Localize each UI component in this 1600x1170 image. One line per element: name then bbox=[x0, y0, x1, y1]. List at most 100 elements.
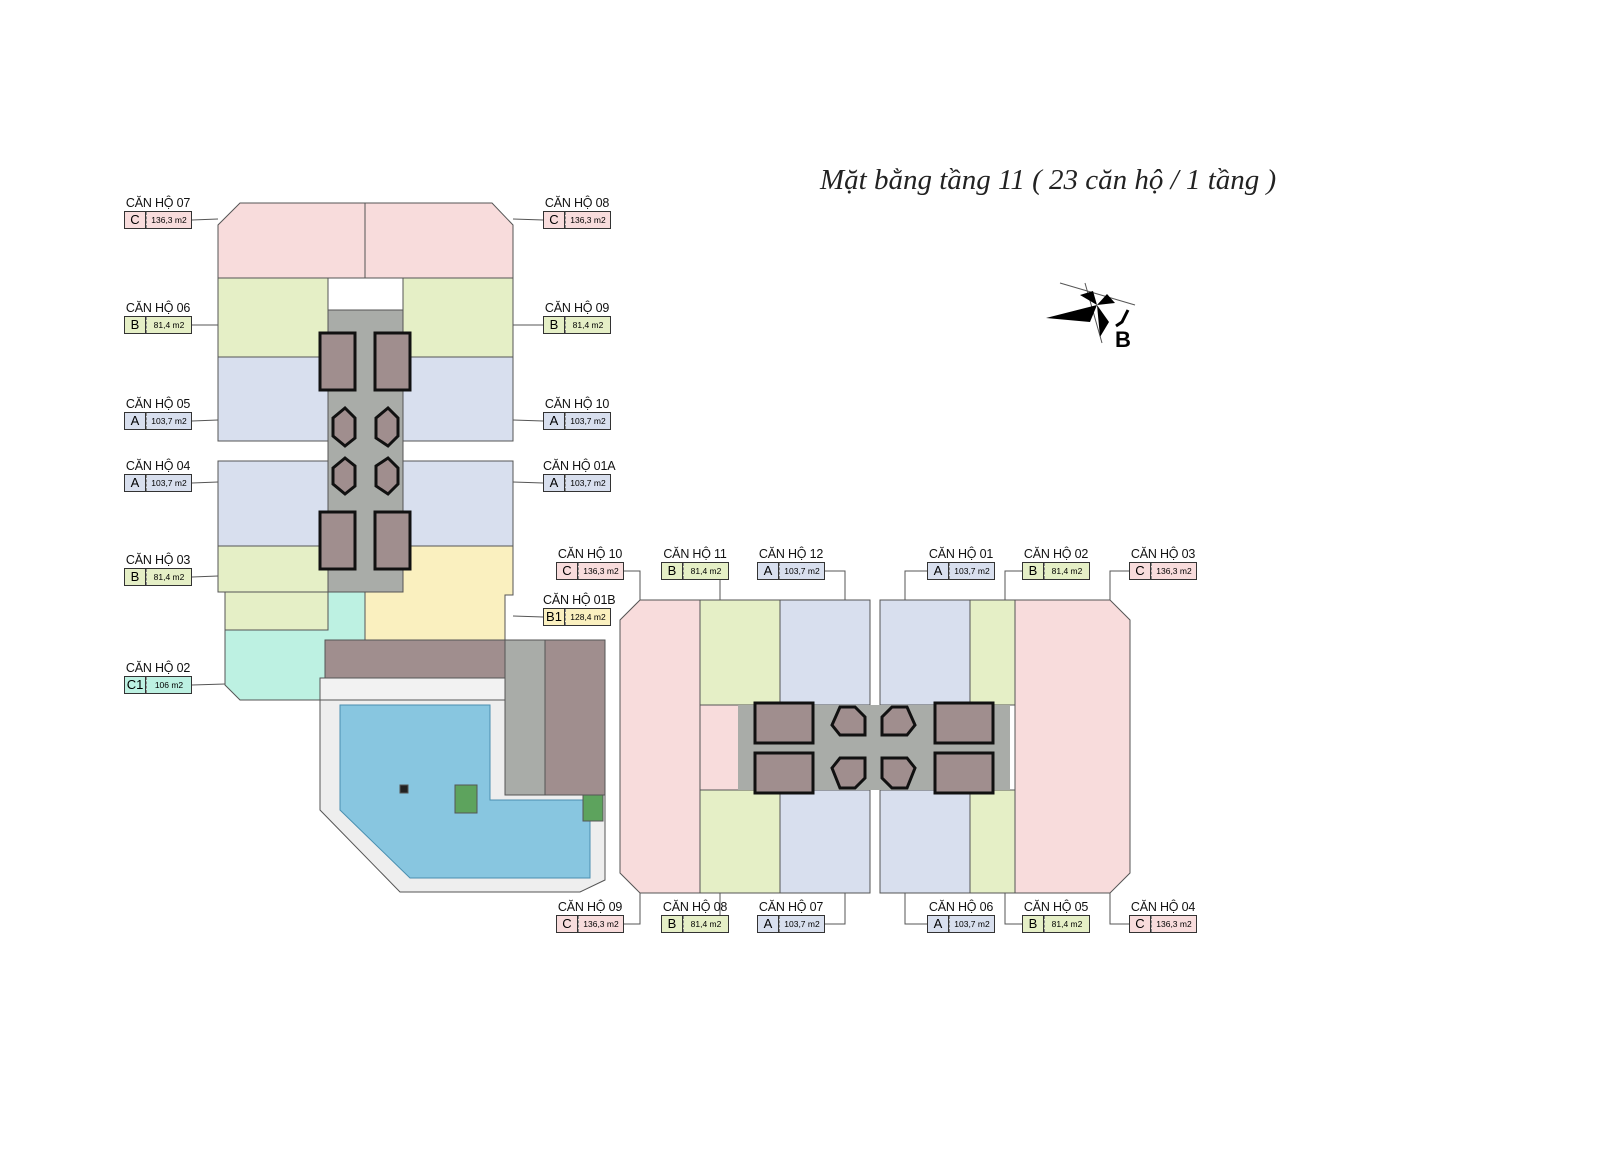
leader-line bbox=[904, 570, 927, 600]
unit-type: A bbox=[758, 563, 779, 579]
unit-type: A bbox=[544, 475, 565, 491]
unit-name: CĂN HỘ 09 bbox=[544, 301, 610, 315]
column bbox=[399, 784, 409, 794]
pink-units bbox=[619, 599, 701, 894]
unit-area: 136,3 m2 bbox=[578, 563, 623, 579]
unit-type: B bbox=[662, 563, 683, 579]
stair-core bbox=[933, 751, 995, 795]
leader-line bbox=[512, 481, 544, 484]
unit-03-area-2 bbox=[224, 591, 329, 631]
leader-line bbox=[191, 419, 219, 422]
unit-area: 103,7 m2 bbox=[146, 413, 191, 429]
unit-type: C bbox=[557, 563, 578, 579]
unit-area: 103,7 m2 bbox=[779, 563, 824, 579]
unit-type: B bbox=[125, 317, 146, 333]
leader-line bbox=[624, 570, 641, 600]
right-block-west bbox=[619, 599, 871, 894]
planter-icon bbox=[582, 794, 604, 822]
unit-area: 128,4 m2 bbox=[565, 609, 610, 625]
unit-area: 81,4 m2 bbox=[683, 916, 728, 932]
unit-type: C bbox=[544, 212, 565, 228]
unit-type: C bbox=[1130, 563, 1151, 579]
unit-type: A bbox=[125, 475, 146, 491]
unit-07-area bbox=[217, 202, 366, 279]
unit-name: CĂN HỘ 06 bbox=[125, 301, 191, 315]
unit-area: 81,4 m2 bbox=[683, 563, 728, 579]
unit-area: 81,4 m2 bbox=[565, 317, 610, 333]
unit-type: B1 bbox=[544, 609, 565, 625]
unit-name: CĂN HỘ 07 bbox=[758, 900, 824, 914]
north-arrow-icon bbox=[1046, 282, 1136, 344]
unit-type: C bbox=[125, 212, 146, 228]
service-corridor bbox=[504, 639, 546, 796]
leader-line bbox=[512, 419, 544, 422]
green-unit-08 bbox=[699, 789, 781, 894]
leader-line bbox=[191, 218, 219, 221]
leader-line bbox=[191, 481, 219, 484]
leader-line bbox=[1109, 893, 1129, 925]
unit-type: B bbox=[1023, 563, 1044, 579]
planter-icon bbox=[454, 784, 478, 814]
unit-area: 103,7 m2 bbox=[146, 475, 191, 491]
unit-05-area bbox=[217, 356, 329, 442]
podium bbox=[319, 639, 606, 893]
service-rooms bbox=[324, 639, 506, 679]
blue-unit-12 bbox=[779, 599, 871, 706]
unit-name: CĂN HỘ 11 bbox=[663, 547, 727, 561]
leader-line bbox=[1109, 570, 1129, 600]
pink-units bbox=[1014, 599, 1131, 894]
blue-unit-07 bbox=[779, 789, 871, 894]
unit-area: 103,7 m2 bbox=[565, 475, 610, 491]
unit-area: 103,7 m2 bbox=[565, 413, 610, 429]
elevator-core bbox=[933, 701, 995, 745]
unit-06-area bbox=[217, 277, 329, 358]
leader-line bbox=[825, 893, 846, 925]
elevator-core bbox=[753, 751, 815, 795]
unit-name: CĂN HỘ 10 bbox=[557, 547, 623, 561]
elevator-core-2 bbox=[318, 510, 357, 571]
unit-area: 103,7 m2 bbox=[949, 563, 994, 579]
unit-area: 136,3 m2 bbox=[1151, 563, 1196, 579]
leader-line bbox=[624, 893, 641, 925]
unit-type: B bbox=[544, 317, 565, 333]
unit-type: A bbox=[544, 413, 565, 429]
unit-name: CĂN HỘ 01A bbox=[543, 459, 616, 473]
compass-north-letter: B bbox=[1115, 327, 1131, 352]
unit-area: 136,3 m2 bbox=[578, 916, 623, 932]
lift-lobby bbox=[830, 756, 867, 790]
lift-lobby bbox=[331, 456, 357, 496]
leader-line bbox=[512, 218, 544, 221]
unit-area: 81,4 m2 bbox=[146, 317, 191, 333]
pink-units-mid bbox=[699, 704, 741, 791]
page-title: Mặt bằng tầng 11 ( 23 căn hộ / 1 tầng ) bbox=[820, 164, 1277, 196]
unit-name: CĂN HỘ 03 bbox=[1130, 547, 1196, 561]
leader-line bbox=[191, 683, 226, 686]
